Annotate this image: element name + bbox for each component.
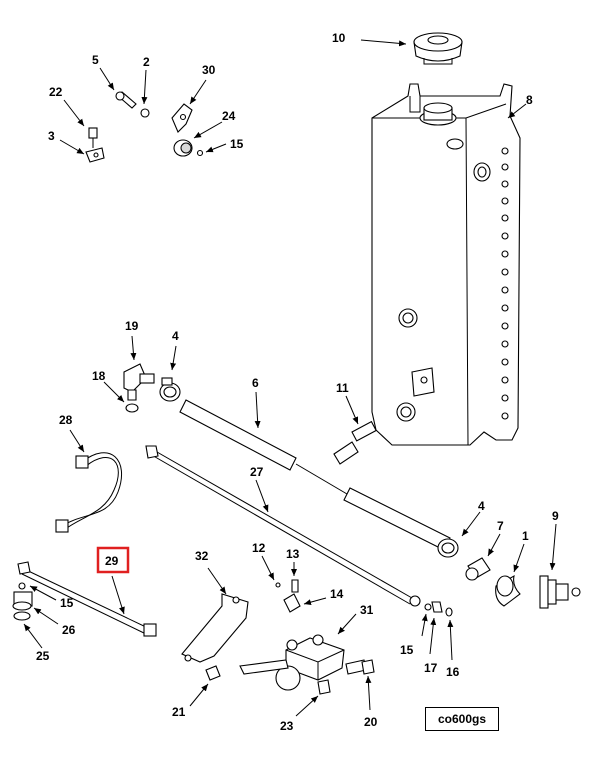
drawing-id-label: co600gs <box>425 707 499 731</box>
callout-23: 23 <box>280 719 294 733</box>
hose-clamp-4-lower <box>437 538 459 558</box>
callout-8: 8 <box>526 93 533 107</box>
callout-19: 19 <box>125 319 139 333</box>
fittings-15-17-16 <box>424 601 453 617</box>
callout-20: 20 <box>364 715 378 729</box>
filler-neck <box>419 102 464 150</box>
callout-11: 11 <box>336 381 349 395</box>
callout-15-right: 15 <box>400 643 414 657</box>
callout-2: 2 <box>143 55 150 69</box>
callout-21: 21 <box>172 705 186 719</box>
valve-block-31 <box>239 634 345 691</box>
callout-17: 17 <box>424 661 438 675</box>
callout-4-upper: 4 <box>172 329 179 343</box>
screw-22 <box>88 127 98 148</box>
clip-3 <box>85 147 105 163</box>
washer-15-top <box>196 149 204 157</box>
elbow-fitting-19 <box>123 363 155 401</box>
fitting-23 <box>317 679 331 695</box>
fitting-7 <box>465 557 491 581</box>
callout-32: 32 <box>195 549 209 563</box>
callout-18: 18 <box>92 369 106 383</box>
hose-28 <box>55 452 123 533</box>
callout-30: 30 <box>202 63 216 77</box>
callout-29: 29 <box>105 554 119 568</box>
callout-6: 6 <box>252 376 259 390</box>
callout-4-lower: 4 <box>478 499 485 513</box>
callout-15-left: 15 <box>60 596 74 610</box>
callout-3: 3 <box>48 129 55 143</box>
fitting-26 <box>12 582 33 621</box>
hose-6 <box>179 399 451 551</box>
callout-9: 9 <box>552 509 559 523</box>
mounting-bolt <box>115 91 137 109</box>
bracket-32 <box>181 593 249 663</box>
callout-7: 7 <box>497 519 504 533</box>
o-ring-18 <box>125 403 139 413</box>
callout-5: 5 <box>92 53 99 67</box>
callout-labels: 10 8 5 2 30 22 3 24 15 19 4 18 6 11 28 2… <box>36 31 559 733</box>
washer-12 <box>275 582 281 588</box>
bulkhead-grommet-9 <box>539 575 581 609</box>
callout-22: 22 <box>49 85 63 99</box>
elbow-hose-1 <box>495 574 521 607</box>
fitting-14 <box>283 593 301 613</box>
hose-clamp-4-upper <box>159 377 181 402</box>
bolt-21 <box>205 665 221 681</box>
reservoir-cap <box>413 32 463 65</box>
grommet-24 <box>173 139 193 157</box>
bolt-20 <box>345 659 375 675</box>
nut-2 <box>140 108 150 118</box>
callout-15-top: 15 <box>230 137 244 151</box>
callout-13: 13 <box>286 547 300 561</box>
tank-outlet-port <box>396 162 491 422</box>
callout-26: 26 <box>62 623 76 637</box>
callout-31: 31 <box>360 603 374 617</box>
callout-1: 1 <box>522 529 529 543</box>
callout-25: 25 <box>36 649 50 663</box>
fitting-11 <box>333 420 377 465</box>
fitting-13 <box>291 579 299 593</box>
callout-16: 16 <box>446 665 460 679</box>
tank-side-fittings <box>501 147 509 420</box>
reservoir-tank <box>371 83 521 446</box>
bracket-30 <box>171 103 193 133</box>
callout-12: 12 <box>252 541 266 555</box>
callout-14: 14 <box>330 587 344 601</box>
callout-28: 28 <box>59 413 73 427</box>
callout-24: 24 <box>222 109 236 123</box>
callout-10: 10 <box>332 31 346 45</box>
tube-27 <box>145 445 421 607</box>
leader-lines <box>23 39 557 717</box>
tube-29 <box>17 561 157 637</box>
callout-27: 27 <box>250 465 264 479</box>
highlighted-callout-29: 29 <box>96 546 130 574</box>
